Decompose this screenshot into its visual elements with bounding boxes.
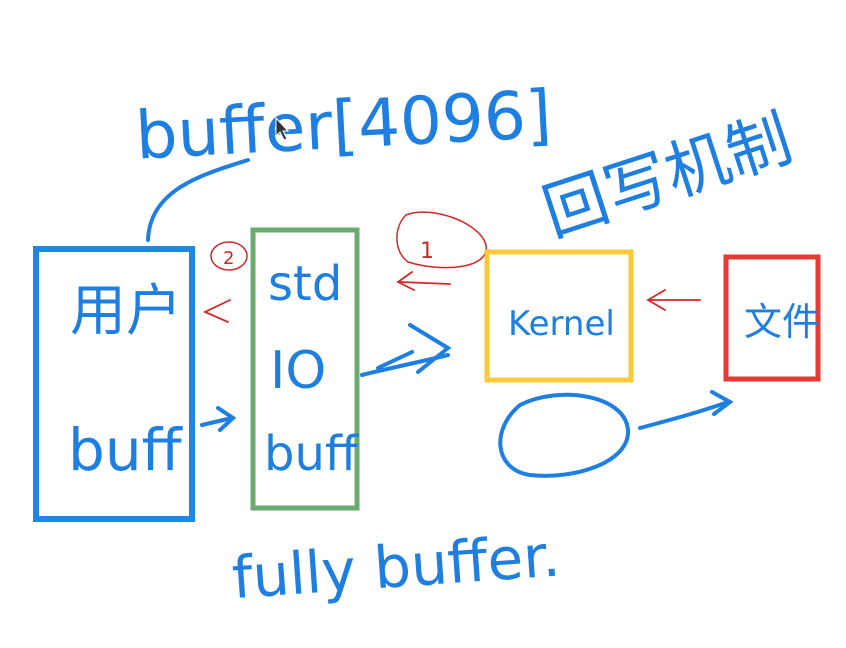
buffer-connector-curve xyxy=(146,158,250,242)
kernel-box xyxy=(484,249,634,383)
pointer-cursor-icon xyxy=(275,116,290,141)
writeback-mechanism-label: 回写机制 xyxy=(534,102,800,251)
step-2-number: 2 xyxy=(223,248,234,269)
arrow-std-to-kernel xyxy=(360,323,452,377)
arrow-kernel-to-std-red xyxy=(396,271,451,291)
std-io-buff-box xyxy=(250,227,360,511)
step-1-number: 1 xyxy=(420,239,434,264)
kernel-label: Kernel xyxy=(508,304,615,344)
file-box xyxy=(723,254,821,382)
fully-buffer-label: fully buffer. xyxy=(230,521,562,612)
arrow-user-to-std xyxy=(200,406,237,432)
std-io-buff-line3: buff xyxy=(264,426,359,482)
user-buff-line2: buff xyxy=(68,416,184,484)
arrow-ellipse-to-file xyxy=(638,390,734,430)
buffer-size-label: buffer[4096] xyxy=(134,76,554,175)
std-io-buff-line1: std xyxy=(268,256,342,312)
user-buff-line1: 用户 xyxy=(70,279,182,344)
arrow-std-to-user-red xyxy=(202,299,231,323)
step-2-marker: 2 xyxy=(210,241,248,271)
std-io-buff-line2: IO xyxy=(270,341,326,401)
user-buff-box xyxy=(33,246,195,522)
step-1-marker: 1 xyxy=(396,211,487,269)
arrow-file-to-kernel-red xyxy=(646,289,701,311)
file-label: 文件 xyxy=(744,300,820,344)
kernel-buffer-ellipse xyxy=(498,392,631,478)
